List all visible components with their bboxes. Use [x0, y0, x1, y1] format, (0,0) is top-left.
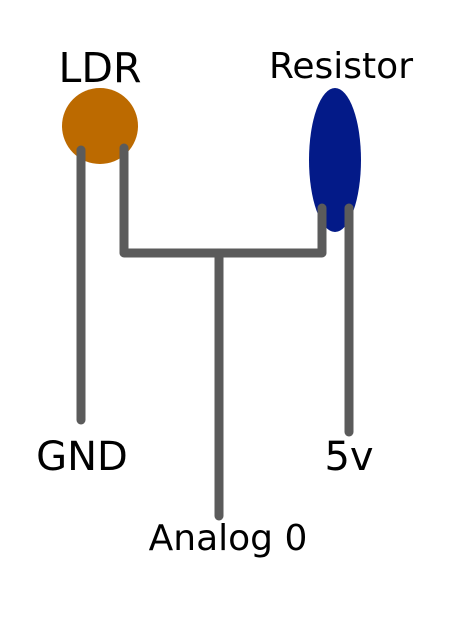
analog-label: Analog 0 — [149, 518, 308, 559]
resistor-body — [309, 88, 361, 232]
vcc-label: 5v — [324, 434, 373, 480]
ldr-right-lead-wire — [119, 143, 327, 258]
wires — [76, 143, 354, 521]
resistor-label: Resistor — [269, 46, 413, 87]
ldr-label: LDR — [59, 44, 142, 92]
gnd-label: GND — [36, 434, 128, 480]
ldr-body — [62, 88, 138, 164]
